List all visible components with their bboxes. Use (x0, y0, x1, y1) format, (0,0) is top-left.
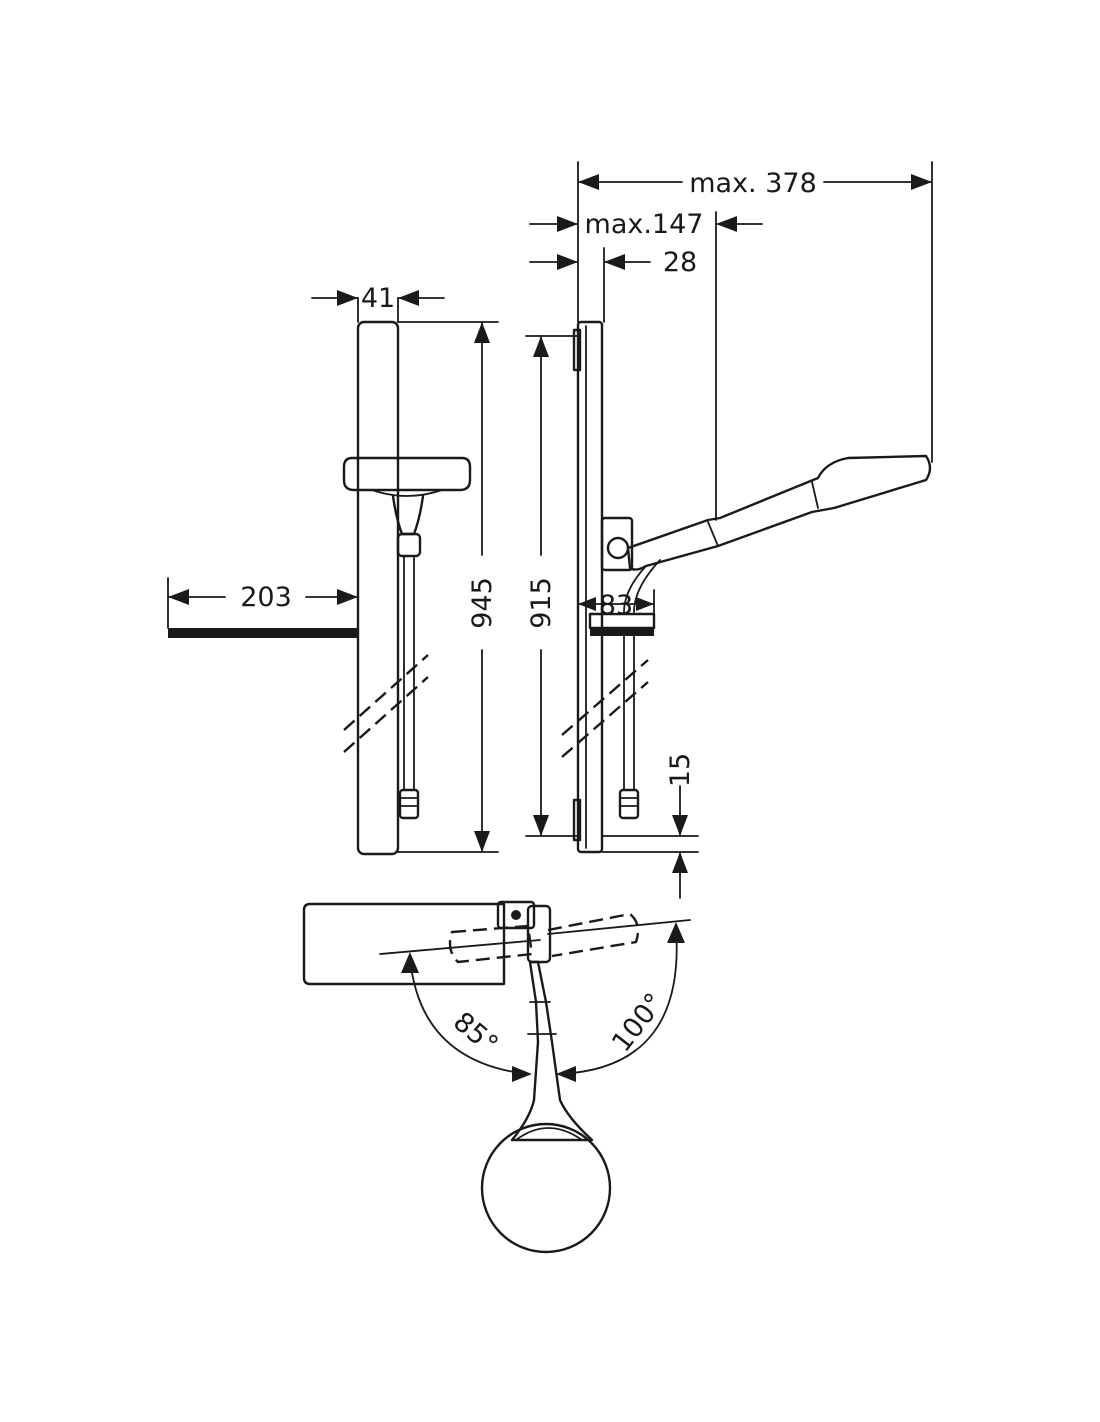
front-slider (396, 532, 422, 558)
side-slider-knob (606, 536, 630, 560)
top-dashed-right (547, 912, 640, 958)
front-break-1 (343, 654, 429, 731)
side-slider (600, 516, 634, 572)
dim-max-147: max.147 (585, 209, 704, 240)
dim-41: 41 (361, 283, 395, 314)
top-handle (510, 960, 594, 1142)
dim-915: 915 (526, 577, 557, 629)
top-shelf (302, 902, 506, 986)
dim-15: 15 (665, 753, 696, 787)
dim-203: 203 (240, 582, 292, 613)
top-ref-line-right (547, 919, 691, 935)
front-head-face (371, 489, 443, 497)
front-shelf (168, 628, 358, 638)
arc-85 (409, 957, 529, 1075)
dim-83: 83 (599, 590, 633, 621)
dim-945: 945 (467, 577, 498, 629)
side-rail-bracket-bottom (572, 798, 582, 842)
side-rail-bracket-top (572, 328, 582, 372)
front-break-2 (343, 676, 429, 753)
side-hose-nut (618, 788, 640, 820)
side-break-2 (561, 681, 649, 758)
angle-85: 85° (447, 1006, 504, 1061)
front-holder-disc (342, 456, 472, 492)
top-head (480, 1122, 612, 1254)
front-rail (356, 320, 400, 856)
side-view (525, 161, 933, 899)
side-rail (576, 320, 604, 854)
side-break-1 (561, 659, 649, 736)
arc-100 (559, 927, 678, 1075)
front-view (167, 290, 499, 856)
top-ref-line-left (379, 939, 541, 955)
top-dashed-left (448, 924, 534, 964)
dim-max-378: max. 378 (689, 168, 817, 199)
top-view (302, 900, 691, 1254)
side-hand-shower (626, 454, 932, 571)
side-hose-curve-a (623, 565, 647, 613)
front-hose-nut (398, 788, 420, 820)
dim-28: 28 (663, 247, 697, 278)
